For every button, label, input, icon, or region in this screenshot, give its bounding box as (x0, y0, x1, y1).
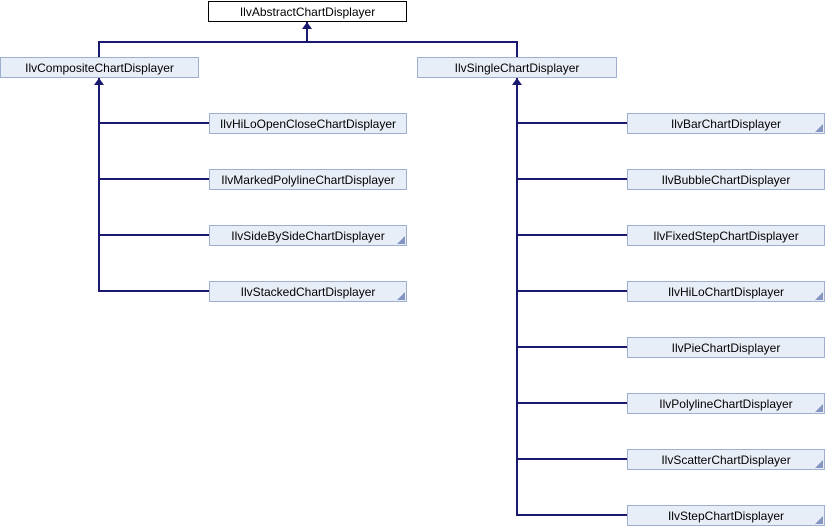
class-node-label: IlvFixedStepChartDisplayer (653, 228, 799, 243)
arrowhead-up-icon (512, 78, 522, 85)
class-node-label: IlvAbstractChartDisplayer (239, 4, 376, 19)
has-subclasses-indicator-icon (815, 516, 823, 524)
class-node-label: IlvScatterChartDisplayer (661, 452, 791, 467)
arrowhead-up-icon (302, 22, 312, 29)
class-node-ilv-single-chart-displayer[interactable]: IlvSingleChartDisplayer (417, 57, 617, 78)
has-subclasses-indicator-icon (815, 460, 823, 468)
edge-branch (517, 290, 627, 292)
edge-root-crossbar (98, 41, 518, 43)
class-node-ilv-step-chart-displayer[interactable]: IlvStepChartDisplayer (627, 505, 825, 526)
class-node-ilv-fixed-step-chart-displayer[interactable]: IlvFixedStepChartDisplayer (627, 225, 825, 246)
edge-branch (99, 234, 209, 236)
class-node-label: IlvStepChartDisplayer (667, 508, 785, 523)
edge-branch (99, 178, 209, 180)
class-node-label: IlvMarkedPolylineChartDisplayer (221, 172, 395, 187)
class-node-ilv-polyline-chart-displayer[interactable]: IlvPolylineChartDisplayer (627, 393, 825, 414)
edge-root-stem (306, 22, 308, 42)
class-node-label: IlvPieChartDisplayer (671, 340, 781, 355)
has-subclasses-indicator-icon (397, 292, 405, 300)
class-node-ilv-hilo-chart-displayer[interactable]: IlvHiLoChartDisplayer (627, 281, 825, 302)
class-node-label: IlvCompositeChartDisplayer (25, 60, 174, 75)
class-node-ilv-bar-chart-displayer[interactable]: IlvBarChartDisplayer (627, 113, 825, 134)
class-node-label: IlvPolylineChartDisplayer (659, 396, 793, 411)
edge-branch (517, 234, 627, 236)
class-node-label: IlvSideBySideChartDisplayer (231, 228, 385, 243)
class-node-label: IlvStackedChartDisplayer (240, 284, 376, 299)
edge-branch (517, 122, 627, 124)
class-node-label: IlvBarChartDisplayer (670, 116, 782, 131)
class-node-ilv-hilo-open-close-chart-displayer[interactable]: IlvHiLoOpenCloseChartDisplayer (209, 113, 407, 134)
edge-single-upper (516, 42, 518, 57)
class-node-ilv-bubble-chart-displayer[interactable]: IlvBubbleChartDisplayer (627, 169, 825, 190)
class-node-ilv-marked-polyline-chart-displayer[interactable]: IlvMarkedPolylineChartDisplayer (209, 169, 407, 190)
edge-single-trunk (516, 78, 518, 516)
edge-composite-upper (98, 42, 100, 57)
class-node-label: IlvHiLoChartDisplayer (667, 284, 785, 299)
class-node-ilv-stacked-chart-displayer[interactable]: IlvStackedChartDisplayer (209, 281, 407, 302)
has-subclasses-indicator-icon (815, 292, 823, 300)
class-node-ilv-side-by-side-chart-displayer[interactable]: IlvSideBySideChartDisplayer (209, 225, 407, 246)
edge-branch (517, 346, 627, 348)
edge-branch (517, 514, 627, 516)
edge-branch (99, 290, 209, 292)
edge-branch (99, 122, 209, 124)
edge-branch (517, 458, 627, 460)
class-node-ilv-scatter-chart-displayer[interactable]: IlvScatterChartDisplayer (627, 449, 825, 470)
has-subclasses-indicator-icon (815, 404, 823, 412)
class-node-label: IlvBubbleChartDisplayer (661, 172, 791, 187)
class-node-ilv-composite-chart-displayer[interactable]: IlvCompositeChartDisplayer (0, 57, 199, 78)
edge-branch (517, 178, 627, 180)
edge-branch (517, 402, 627, 404)
edge-composite-trunk (98, 78, 100, 292)
class-node-label: IlvHiLoOpenCloseChartDisplayer (219, 116, 397, 131)
arrowhead-up-icon (94, 78, 104, 85)
class-node-ilv-abstract-chart-displayer[interactable]: IlvAbstractChartDisplayer (208, 1, 407, 22)
has-subclasses-indicator-icon (397, 236, 405, 244)
class-node-label: IlvSingleChartDisplayer (454, 60, 580, 75)
class-node-ilv-pie-chart-displayer[interactable]: IlvPieChartDisplayer (627, 337, 825, 358)
has-subclasses-indicator-icon (815, 124, 823, 132)
